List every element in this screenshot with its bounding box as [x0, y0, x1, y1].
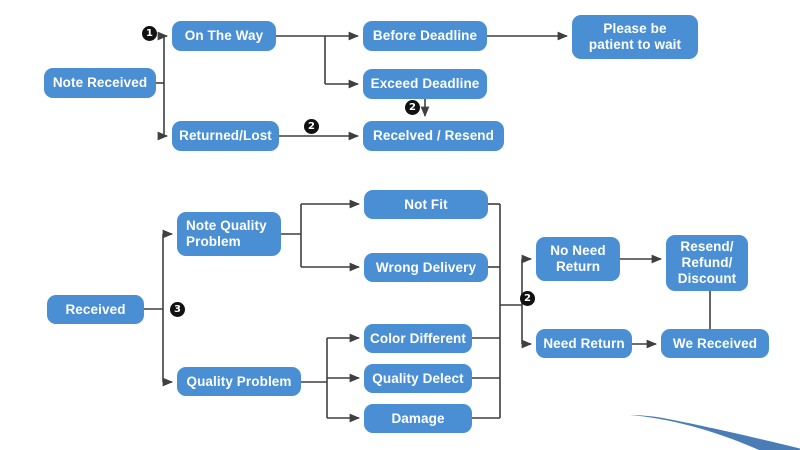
badge-step-1: 1 — [142, 26, 157, 41]
badge-step-2-returned: 2 — [304, 119, 319, 134]
node-we-received[interactable]: We Received — [661, 329, 769, 358]
node-before-deadline[interactable]: Before Deadline — [363, 21, 487, 51]
node-resend-refund-discount[interactable]: Resend/ Refund/ Discount — [666, 235, 748, 291]
node-note-received[interactable]: Note Received — [44, 68, 156, 98]
node-received-resend[interactable]: Recelved / Resend — [363, 121, 504, 151]
node-no-need-return[interactable]: No Need Return — [536, 237, 620, 281]
node-note-quality-problem[interactable]: Note Quality Problem — [177, 212, 281, 256]
node-please-be-patient[interactable]: Please be patient to wait — [572, 15, 698, 59]
node-need-return[interactable]: Need Return — [536, 329, 632, 358]
node-wrong-delivery[interactable]: Wrong Delivery — [364, 253, 488, 282]
badge-step-2-merge: 2 — [520, 291, 535, 306]
badge-step-3: 3 — [170, 302, 185, 317]
badge-step-2-exceed: 2 — [405, 100, 420, 115]
node-quality-defect[interactable]: Quality Delect — [364, 364, 472, 393]
node-not-fit[interactable]: Not Fit — [364, 190, 488, 219]
node-color-different[interactable]: Color Different — [364, 324, 472, 353]
node-damage[interactable]: Damage — [364, 404, 472, 433]
node-returned-lost[interactable]: Returned/Lost — [172, 121, 279, 151]
decorative-swoosh — [630, 415, 800, 450]
node-on-the-way[interactable]: On The Way — [172, 21, 276, 51]
node-received[interactable]: Received — [47, 295, 144, 324]
node-quality-problem[interactable]: Quality Problem — [177, 367, 301, 396]
node-exceed-deadline[interactable]: Exceed Deadline — [363, 69, 487, 99]
